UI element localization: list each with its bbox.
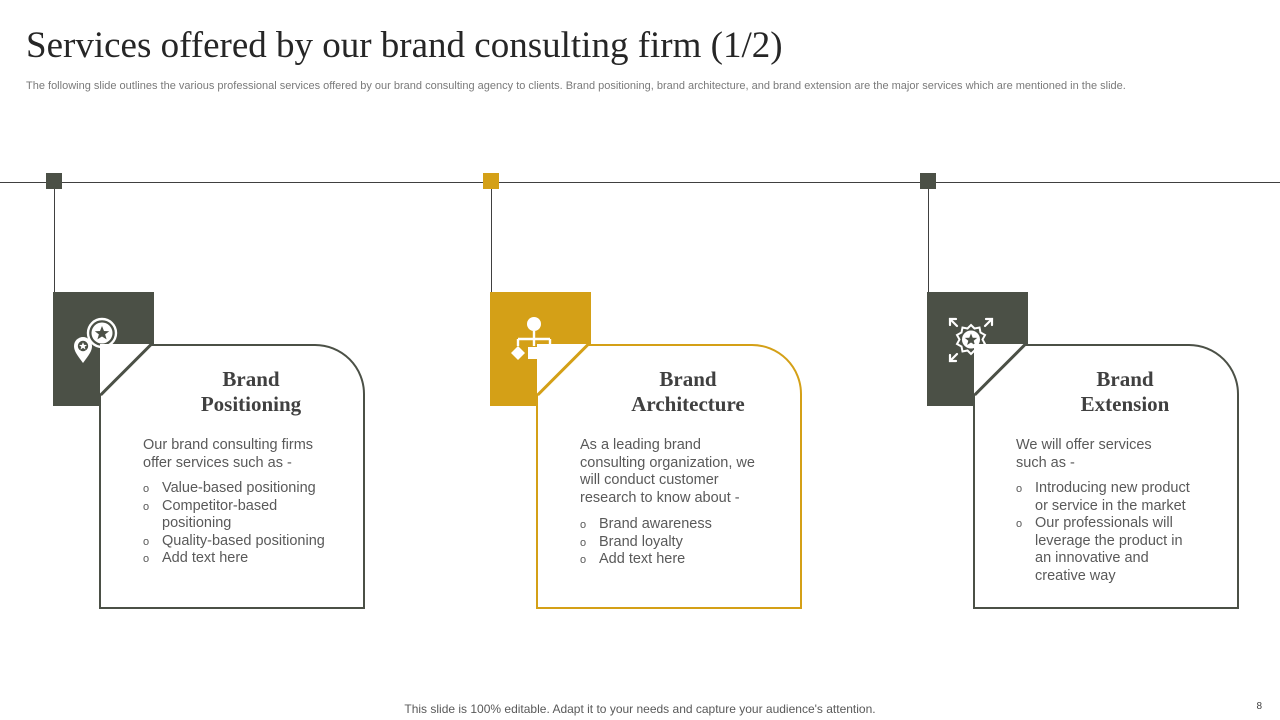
connector-architecture <box>491 189 492 293</box>
bullet-marker: o <box>143 553 150 566</box>
list-item: o Value-based positioning <box>143 480 338 498</box>
timeline-node-positioning <box>46 173 62 189</box>
slide-title: Services offered by our brand consulting… <box>26 25 783 66</box>
list-item: o Competitor-based positioning <box>143 498 338 533</box>
slide-footer: This slide is 100% editable. Adapt it to… <box>404 702 876 716</box>
bullet-marker: o <box>1016 483 1023 495</box>
list-item: o Quality-based positioning <box>143 533 338 551</box>
list-item-text: Brand awareness <box>599 516 712 532</box>
bullet-marker: o <box>580 519 587 531</box>
card-title-line1: Brand <box>659 367 717 391</box>
card-title-positioning: Brand Positioning <box>151 367 351 417</box>
list-item-text: Add text here <box>599 551 686 568</box>
bullet-marker: o <box>580 554 587 567</box>
card-intro-positioning: Our brand consulting firms offer service… <box>143 437 314 471</box>
connector-positioning <box>54 189 55 293</box>
page-number: 8 <box>1256 701 1262 712</box>
card-corner-extension <box>973 342 1027 396</box>
list-item: o Introducing new product or service in t… <box>1016 480 1201 515</box>
list-item-text: Value-based positioning <box>162 480 316 496</box>
card-title-line2: Positioning <box>200 392 302 416</box>
connector-extension <box>928 189 929 293</box>
card-title-line2: Architecture <box>631 392 745 416</box>
list-item-text: Quality-based positioning <box>162 532 325 549</box>
list-item: o Add text here <box>143 550 338 568</box>
card-title-line1: Brand <box>222 367 280 391</box>
bullet-marker: o <box>143 500 150 513</box>
timeline-line <box>0 182 1280 183</box>
card-title-line1: Brand <box>1096 367 1154 391</box>
bullet-list-extension: o Introducing new product or service in t… <box>1016 480 1201 586</box>
card-intro-architecture: As a leading brand consulting organizati… <box>580 437 755 506</box>
card-corner-positioning <box>99 342 153 396</box>
list-item: o Brand loyalty <box>580 534 775 552</box>
bullet-marker: o <box>143 483 150 495</box>
list-item: o Add text here <box>580 551 775 569</box>
list-item-text: Brand loyalty <box>599 533 683 550</box>
list-item-text: Introducing new product or service in th… <box>1035 480 1190 514</box>
list-item-text: Our professionals will leverage the prod… <box>1035 515 1183 584</box>
bullet-marker: o <box>143 535 150 548</box>
list-item-text: Competitor-based positioning <box>162 497 278 532</box>
list-item: o Brand awareness <box>580 516 775 534</box>
timeline-node-architecture <box>483 173 499 189</box>
slide-subtitle: The following slide outlines the various… <box>26 80 1126 92</box>
list-item-text: Add text here <box>162 550 249 567</box>
card-title-architecture: Brand Architecture <box>588 367 788 417</box>
card-corner-architecture <box>536 342 590 396</box>
bullet-marker: o <box>1016 518 1023 531</box>
bullet-marker: o <box>580 536 587 549</box>
card-title-line2: Extension <box>1080 392 1170 416</box>
card-intro-extension: We will offer services such as - <box>1016 437 1152 471</box>
list-item: o Our professionals will leverage the pro… <box>1016 515 1201 585</box>
timeline-node-extension <box>920 173 936 189</box>
card-title-extension: Brand Extension <box>1025 367 1225 417</box>
